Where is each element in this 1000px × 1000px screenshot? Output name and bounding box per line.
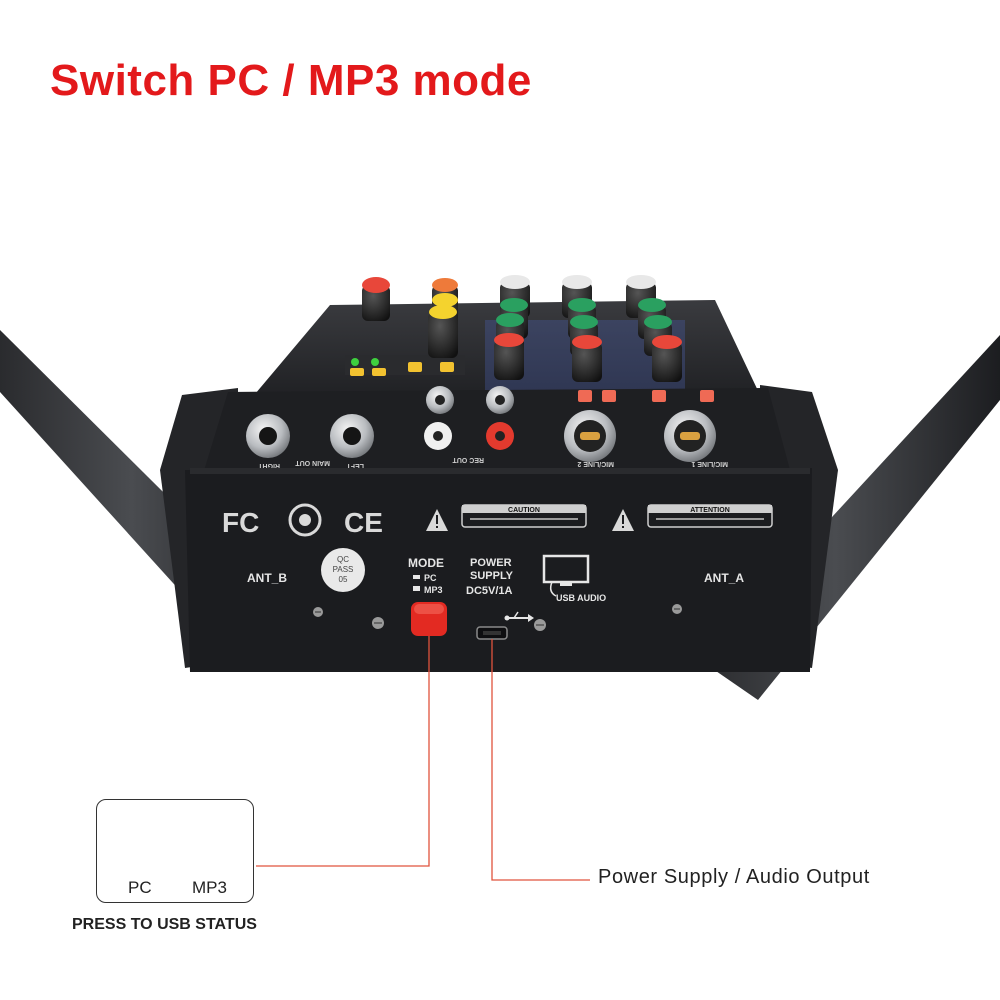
- power-callout-label: Power Supply / Audio Output: [598, 866, 870, 888]
- label-left: LEFT: [346, 462, 364, 469]
- legend-label-mp3: MP3: [192, 878, 227, 897]
- knob: [652, 335, 682, 382]
- fc-mark: FC: [222, 507, 259, 538]
- screw-icon: [534, 619, 546, 631]
- mode-button[interactable]: [411, 602, 447, 636]
- front-panel: [185, 468, 812, 672]
- monitor-icon: [542, 554, 590, 597]
- legend-caption: PRESS TO USB STATUS: [72, 916, 257, 933]
- label-power-rating: DC5V/1A: [466, 585, 513, 597]
- mode-leader-line: [256, 636, 430, 867]
- micro-usb-port-icon: [476, 626, 508, 640]
- label-ant-a: ANT_A: [704, 571, 744, 585]
- label-mic-line-1: MIC/LINE 1: [691, 460, 728, 467]
- knob: [362, 277, 390, 321]
- label-supply: SUPPLY: [470, 570, 514, 582]
- label-ant-b: ANT_B: [247, 571, 287, 585]
- qc-pass-sticker: QC PASS 05: [321, 548, 365, 592]
- label-right: RIGHT: [258, 462, 281, 469]
- knob: [428, 305, 458, 358]
- csa-mark: [288, 503, 322, 537]
- knob-array: [362, 275, 682, 382]
- mode-mp3-indicator-icon: [413, 586, 420, 591]
- mode-pc-indicator-icon: [413, 575, 420, 579]
- page-title: Switch PC / MP3 mode: [50, 56, 532, 105]
- caution-plate: CAUTION: [461, 504, 587, 528]
- label-mic-line-2: MIC/LINE 2: [577, 460, 614, 467]
- usb-symbol-icon: [504, 611, 534, 622]
- svg-text:05: 05: [339, 575, 348, 584]
- screw-icon: [372, 617, 384, 629]
- svg-text:QC: QC: [337, 555, 349, 564]
- svg-text:PASS: PASS: [333, 565, 354, 574]
- ce-mark: CE: [344, 507, 383, 538]
- label-power: POWER: [470, 557, 512, 569]
- label-usb-audio: USB AUDIO: [556, 593, 606, 603]
- knob: [494, 333, 524, 380]
- svg-text:CAUTION: CAUTION: [508, 507, 540, 514]
- jack-panel: RIGHT MAIN OUT LEFT REC OUT MIC/LINE 2 M…: [203, 386, 790, 474]
- mode-legend-box: [96, 799, 254, 903]
- knob: [572, 335, 602, 382]
- label-mode-pc: PC: [424, 573, 437, 583]
- screw-icon: [672, 604, 682, 614]
- svg-text:ATTENTION: ATTENTION: [690, 507, 730, 514]
- label-rec-out: REC OUT: [452, 456, 484, 463]
- label-mode: MODE: [408, 556, 444, 570]
- screw-icon: [313, 607, 323, 617]
- warning-triangle-icon: [612, 509, 634, 531]
- power-leader-line: [491, 639, 590, 881]
- label-main-out: MAIN OUT: [295, 459, 330, 466]
- warning-triangle-icon: [426, 509, 448, 531]
- attention-plate: ATTENTION: [647, 504, 773, 528]
- legend-label-pc: PC: [128, 878, 152, 897]
- label-mode-mp3: MP3: [424, 585, 443, 595]
